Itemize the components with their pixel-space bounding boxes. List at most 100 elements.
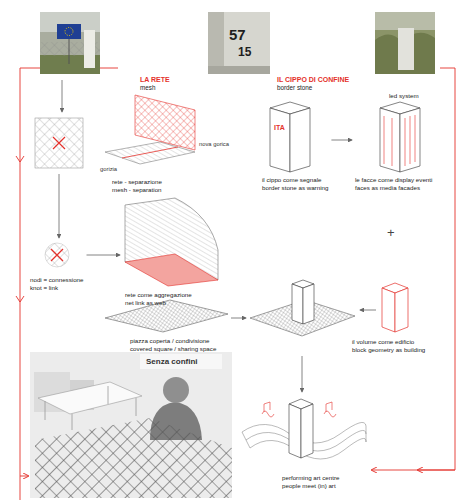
mesh-pattern [35, 118, 83, 168]
caption-text: rete come aggregazione [125, 291, 192, 298]
covered-square-drawing [105, 300, 228, 332]
render-image [30, 352, 232, 498]
red-frame [418, 470, 455, 471]
photo-mesh [40, 12, 100, 74]
mesh-separation-drawing [122, 147, 178, 158]
caption-text: knot = link [30, 284, 58, 291]
caption-text: block geometry as building [352, 346, 425, 353]
net-web-drawing [125, 254, 218, 286]
figure-node: rete - separazionemesh - separation [98, 93, 200, 195]
red-frame [372, 68, 455, 470]
combined-drawing [292, 280, 314, 324]
photo-landscape [375, 12, 435, 30]
caption-text: il cippo come segnale [262, 176, 322, 183]
photo-border-stone [208, 12, 270, 74]
caption-text: border stone [277, 84, 312, 91]
border-stone-box [290, 108, 310, 172]
caption-text: il volume come edificio [352, 338, 414, 345]
guide-arrow [59, 80, 376, 392]
led-box [380, 102, 420, 172]
label-text: nova gorica [199, 141, 229, 148]
render-image [30, 352, 232, 498]
render-image [140, 354, 222, 369]
combined-drawing [250, 280, 355, 336]
figure-node: LA RETEmesh [36, 8, 172, 93]
guide-arrow [59, 174, 60, 238]
flow-arrow [87, 255, 121, 256]
knot-symbol [51, 249, 63, 261]
caption-text: led system [389, 92, 419, 99]
covered-square-drawing [105, 300, 228, 332]
knot-symbol [45, 243, 69, 267]
performing-art-drawing [262, 402, 336, 417]
mesh-pattern [53, 137, 65, 149]
flow-arrow [331, 140, 352, 141]
caption-text: covered square / sharing space [130, 345, 216, 352]
mesh-pattern [35, 118, 83, 168]
red-frame [20, 476, 28, 477]
figure-node: ITA il cippo come segnaleborder stone as … [260, 98, 330, 193]
net-web-drawing [125, 198, 218, 286]
caption-text: border stone as warning [262, 184, 328, 191]
performing-art-drawing [242, 399, 366, 459]
knot-symbol [45, 243, 69, 267]
photo-mesh [69, 39, 70, 64]
guide-arrow [62, 80, 63, 112]
caption-text: piazza coperta / condivisione [130, 337, 209, 344]
performing-art-drawing [324, 402, 336, 417]
guide-arrow [302, 356, 303, 392]
mesh-separation-drawing [135, 95, 195, 150]
photo-mesh [84, 30, 95, 68]
led-box [380, 108, 400, 172]
photo-landscape [375, 12, 435, 74]
figure-node: piazza coperta / condivisionecovered squ… [103, 298, 230, 354]
led-box [380, 102, 420, 172]
title-text: IL CIPPO DI CONFINE [277, 76, 349, 84]
render-image [163, 377, 189, 403]
label-text: + [387, 226, 395, 241]
figure-node: led system le facce come display eventifa… [353, 90, 434, 193]
label-text: gorizia [100, 166, 117, 173]
photo-mesh [40, 12, 100, 74]
caption-text: performing art centre [282, 474, 339, 481]
border-stone-box [270, 102, 310, 172]
figure-node: rete come aggregazionenet link as web [121, 194, 222, 308]
caption-text: nodi = connessione [30, 276, 84, 283]
red-frame [16, 68, 455, 500]
caption-text: faces as media facades [355, 184, 420, 191]
border-stone-box [270, 108, 290, 172]
led-box [384, 115, 415, 166]
photo-landscape [375, 12, 435, 74]
figure-node: il volume come edificioblock geometry as… [350, 280, 427, 355]
caption-text: mesh [140, 84, 155, 91]
caption-text: ITA [274, 124, 285, 132]
mesh-separation-drawing [105, 95, 195, 164]
volume-box [382, 283, 408, 332]
performing-art-drawing [262, 402, 274, 417]
label-text: 57 [229, 26, 246, 43]
volume-box [382, 288, 395, 332]
photo-mesh [65, 28, 73, 36]
caption-text: net link as web [125, 299, 166, 306]
caption-text: people meet (in) art [282, 482, 336, 489]
caption-text: le facce come display eventi [355, 176, 432, 183]
combined-drawing [292, 284, 303, 324]
label-text: 15 [238, 46, 251, 60]
combined-drawing [303, 284, 314, 324]
performing-art-drawing [289, 399, 313, 458]
render-image [38, 382, 142, 414]
label-text: Senza confini [146, 357, 198, 366]
photo-mesh [57, 24, 81, 39]
photo-border-stone [208, 12, 224, 74]
red-frame [16, 156, 24, 162]
photo-border-stone [208, 12, 270, 74]
title-text: LA RETE [140, 76, 170, 84]
render-image [35, 418, 232, 498]
figure-node: nodi = connessioneknot = link [28, 241, 86, 293]
photo-landscape [398, 28, 414, 70]
caption-text: rete - separazione [112, 178, 162, 185]
figure-node: IL CIPPO DI CONFINEborder stone [204, 8, 351, 93]
